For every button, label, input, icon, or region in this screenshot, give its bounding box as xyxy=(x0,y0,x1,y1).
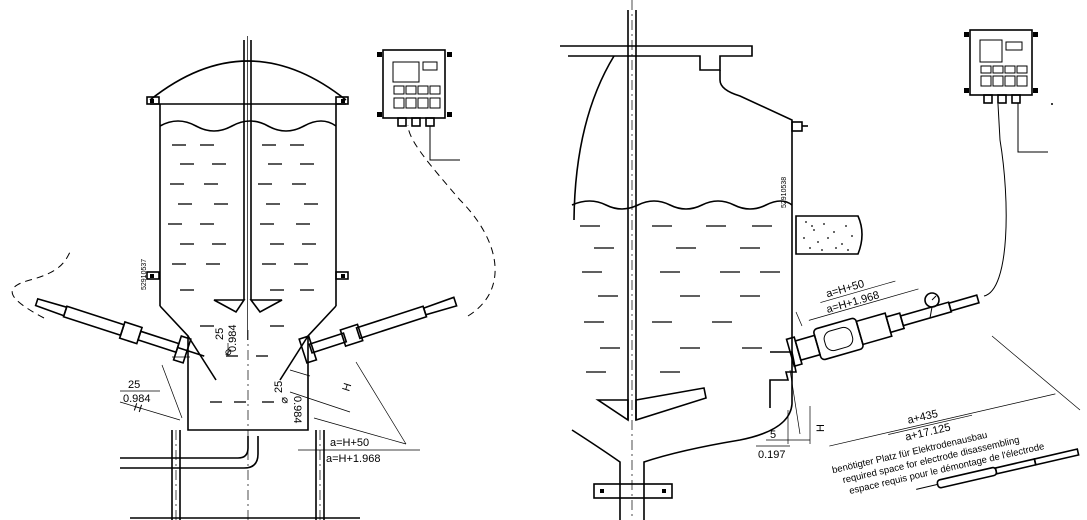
left-impeller xyxy=(213,299,283,314)
left-part-number: 52910537 xyxy=(141,259,148,290)
svg-text:0.984: 0.984 xyxy=(123,393,151,405)
left-electrode-left xyxy=(34,297,205,364)
left-liquid-hatching xyxy=(168,144,318,403)
right-transmitter xyxy=(964,29,1053,153)
svg-text:0.197: 0.197 xyxy=(758,449,786,461)
left-liquid-surface xyxy=(159,120,337,132)
left-assembly: 52910537 xyxy=(11,36,496,520)
right-part-number: 52910538 xyxy=(781,177,788,208)
svg-text:a=H+1.968: a=H+1.968 xyxy=(326,453,380,465)
svg-text:25: 25 xyxy=(128,379,140,391)
right-dimensions: a=H+50 a=H+1.968 5 0.197 H a+435 a+17.12… xyxy=(756,278,1081,497)
right-cable xyxy=(983,103,1007,297)
svg-text:0.984: 0.984 xyxy=(291,396,303,424)
left-support-legs xyxy=(120,430,360,520)
svg-text:H: H xyxy=(340,382,354,393)
svg-text:⌀: ⌀ xyxy=(225,346,232,358)
svg-text:25: 25 xyxy=(214,328,226,340)
left-vessel-dome xyxy=(149,60,347,101)
right-electrode xyxy=(785,294,980,368)
left-electrode-right xyxy=(298,296,458,364)
right-bottom-flange xyxy=(593,483,673,499)
right-spare-electrode xyxy=(916,448,1080,490)
svg-text:H: H xyxy=(132,401,143,415)
left-transmitter xyxy=(377,49,460,161)
right-assembly: 52910538 xyxy=(560,0,1081,520)
right-liquid-surface xyxy=(571,200,793,210)
right-insulation xyxy=(795,215,863,255)
left-cable-right xyxy=(407,124,496,317)
right-vessel-wall xyxy=(573,55,615,221)
left-cable-left xyxy=(11,251,71,319)
svg-text:25: 25 xyxy=(273,381,285,393)
svg-text:5: 5 xyxy=(770,429,776,441)
svg-text:H: H xyxy=(815,424,827,432)
svg-text:⌀: ⌀ xyxy=(279,397,291,404)
svg-text:a=H+50: a=H+50 xyxy=(330,437,369,449)
svg-text:0.984: 0.984 xyxy=(227,324,239,352)
right-impeller xyxy=(595,387,707,422)
left-dimensions: 25 0.984 ⌀ 25 0.984 H 25 ⌀ 0.984 H a=H+5… xyxy=(119,324,420,465)
right-liquid-hatching xyxy=(580,225,780,373)
